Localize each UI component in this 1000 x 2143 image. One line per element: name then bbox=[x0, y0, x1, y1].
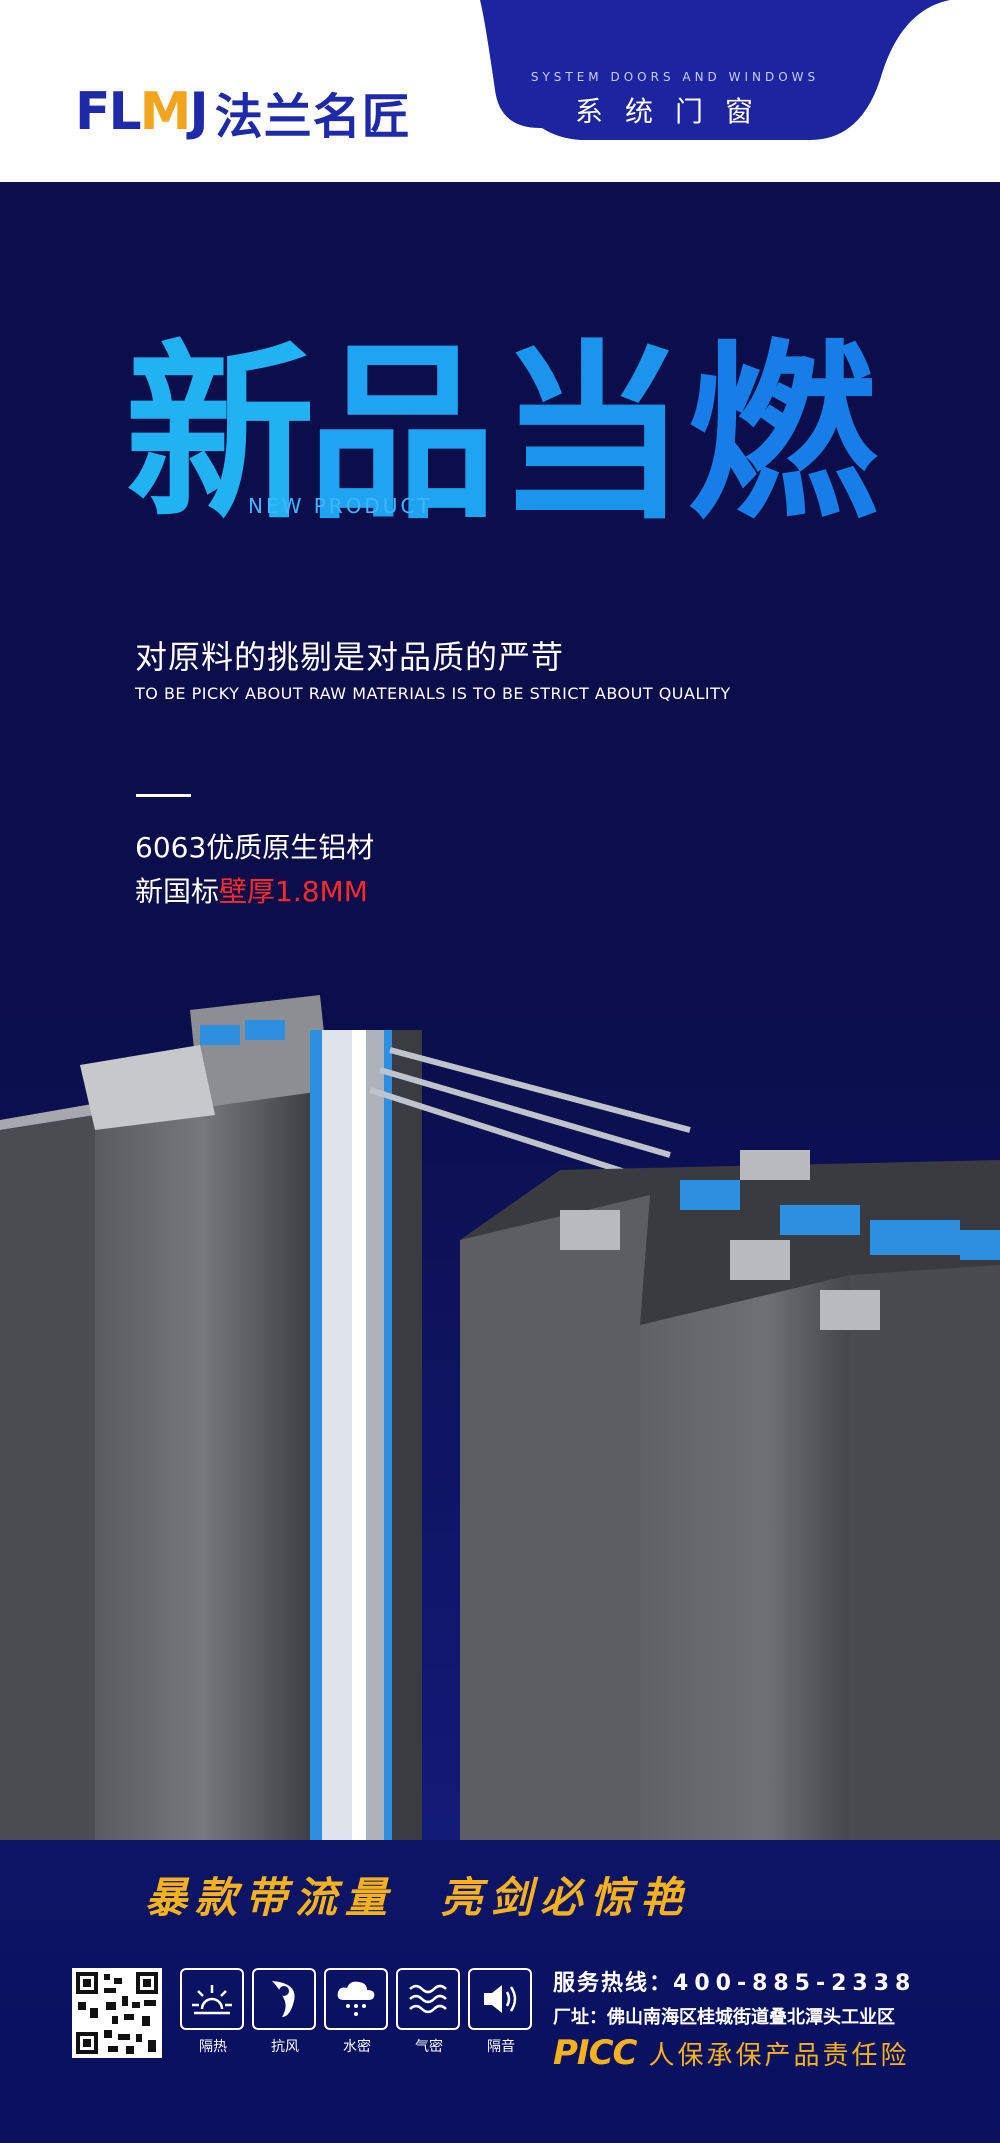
tagline-english: TO BE PICKY ABOUT RAW MATERIALS IS TO BE… bbox=[135, 684, 731, 703]
factory-address: 厂址：佛山南海区桂城街道叠北潭头工业区 bbox=[553, 2007, 895, 2028]
spec-thickness-highlight: 壁厚1.8MM bbox=[219, 875, 368, 908]
qr-code-icon[interactable] bbox=[72, 1968, 162, 2058]
headline-char: 燃 bbox=[687, 324, 878, 545]
logo-chinese: 法兰名匠 bbox=[214, 89, 411, 145]
headline: 新 品 当 燃 bbox=[125, 330, 877, 540]
picc-logo: PICC bbox=[553, 2033, 637, 2073]
spec-thickness: 新国标壁厚1.8MM bbox=[135, 870, 368, 910]
feature-icons: 隔热 抗风 水密 气密 隔音 bbox=[180, 1968, 534, 2056]
feature-water-tightness[interactable]: 水密 bbox=[324, 1968, 390, 2056]
system-subtitle-en: SYSTEM DOORS AND WINDOWS bbox=[530, 70, 820, 84]
wind-icon bbox=[252, 1968, 316, 2030]
headline-char: 当 bbox=[497, 324, 688, 545]
system-tab-shape bbox=[480, 0, 1000, 140]
tagline-chinese: 对原料的挑剔是对品质的严苛 bbox=[135, 638, 565, 676]
air-waves-icon bbox=[396, 1968, 460, 2030]
feature-heat-insulation[interactable]: 隔热 bbox=[180, 1968, 246, 2056]
slogan: 暴款带流量 亮剑必惊艳 bbox=[145, 1873, 691, 1922]
feature-sound-insulation[interactable]: 隔音 bbox=[468, 1968, 534, 2056]
sun-heat-icon bbox=[180, 1968, 244, 2030]
divider bbox=[136, 794, 191, 797]
logo-latin: FLMJ bbox=[75, 82, 209, 142]
feature-air-tightness[interactable]: 气密 bbox=[396, 1968, 462, 2056]
hotline-number: 400-885-2338 bbox=[673, 1971, 917, 1996]
brand-logo[interactable]: FLMJ 法兰名匠 bbox=[75, 72, 411, 152]
rain-cloud-icon bbox=[324, 1968, 388, 2030]
speaker-icon bbox=[468, 1968, 532, 2030]
insurance-text: 人保承保产品责任险 bbox=[648, 2040, 910, 2071]
headline-char: 新 bbox=[125, 324, 315, 545]
insurance-badge: PICC 人保承保产品责任险 bbox=[553, 2033, 916, 2073]
spec-material: 6063优质原生铝材 bbox=[135, 831, 375, 864]
feature-wind-resistance[interactable]: 抗风 bbox=[252, 1968, 318, 2056]
headline-char: 品 bbox=[307, 324, 498, 545]
aluminum-profile-illustration bbox=[0, 990, 1000, 1840]
hotline[interactable]: 服务热线：400-885-2338 bbox=[553, 1971, 917, 1996]
headline-subtitle: NEW PRODUCT bbox=[248, 494, 433, 518]
spec-thickness-prefix: 新国标 bbox=[135, 875, 220, 908]
system-subtitle-cn: 系统门窗 bbox=[574, 95, 775, 128]
contact-info: 服务热线：400-885-2338 厂址：佛山南海区桂城街道叠北潭头工业区 PI… bbox=[553, 1965, 916, 2073]
